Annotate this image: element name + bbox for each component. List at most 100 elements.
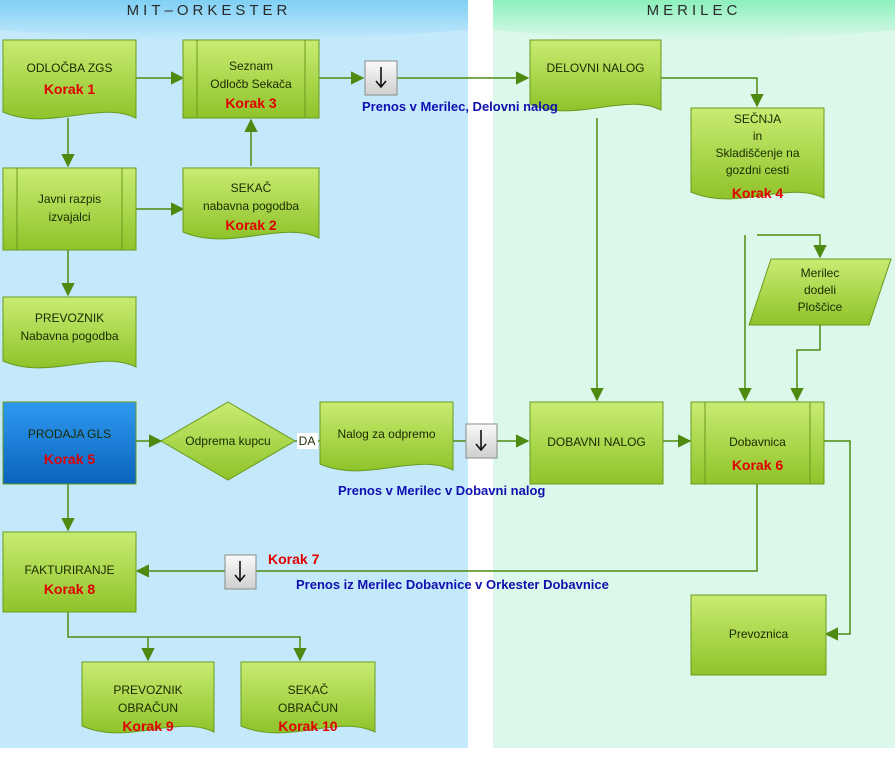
- node-merilec-dodeli-shape: [748, 258, 892, 326]
- node-dobavnica-label: Dobavnica: [729, 435, 786, 449]
- arrow-dobavnica-to-transfer3: [256, 484, 758, 572]
- node-delovni-label: DELOVNI NALOG: [546, 61, 644, 75]
- node-prevoznik-label: Nabavna pogodba: [20, 329, 118, 343]
- lane-left-header: [0, 0, 468, 40]
- node-merilec-dodeli-label: Merilec: [801, 266, 840, 280]
- node-merilec-dodeli-label: Ploščice: [798, 300, 843, 314]
- node-seznam-shape: [182, 39, 320, 119]
- lane-right-title: MERILEC: [647, 2, 742, 19]
- step-label-7: Korak 7: [268, 551, 320, 567]
- note-transfer-delovni: Prenos v Merilec, Delovni nalog: [362, 99, 558, 114]
- node-secnja-shape: [690, 107, 825, 200]
- node-nalog-odprema-shape: [319, 401, 454, 472]
- step-label-secnja: Korak 4: [732, 185, 784, 201]
- node-delovni-shape: [529, 39, 662, 112]
- node-dobavnica-shape: [690, 401, 825, 485]
- step-label-fakturiranje: Korak 8: [44, 581, 96, 597]
- node-javni-shape: [2, 167, 137, 251]
- note-transfer-dobavnice: Prenos iz Merilec Dobavnice v Orkester D…: [296, 577, 609, 592]
- node-prevoznica: Prevoznica: [690, 594, 827, 676]
- note-transfer-dobavni: Prenos v Merilec v Dobavni nalog: [338, 483, 545, 498]
- node-prodaja-label: PRODAJA GLS: [28, 427, 111, 441]
- transfer-button-1-frame: [364, 60, 398, 96]
- node-seznam-label: Odločb Sekača: [210, 77, 292, 91]
- node-sekac-obracun-label: SEKAČ: [288, 682, 329, 697]
- down-arrow-icon: [234, 561, 246, 583]
- node-secnja-label: gozdni cesti: [726, 163, 789, 177]
- node-fakturiranje: FAKTURIRANJE Korak 8: [2, 531, 137, 613]
- node-dobavni-label: DOBAVNI NALOG: [547, 435, 645, 449]
- down-arrow-icon: [475, 430, 487, 452]
- transfer-button-1[interactable]: [364, 60, 398, 96]
- node-sekac-obracun-shape: [240, 661, 376, 734]
- node-sekac-shape: [182, 167, 320, 240]
- node-odlocba-label: ODLOČBA ZGS: [26, 60, 112, 75]
- node-secnja-label: in: [753, 129, 762, 143]
- lane-right-header: [493, 0, 895, 40]
- lane-left-title: MIT–ORKESTER: [127, 2, 292, 19]
- down-arrow-icon: [375, 67, 387, 89]
- step-label-sekac-obracun: Korak 10: [278, 718, 337, 734]
- node-delovni: DELOVNI NALOG: [529, 39, 662, 112]
- node-fakturiranje-shape: [2, 531, 137, 613]
- step-label-sekac: Korak 2: [225, 217, 277, 233]
- node-prevoznik-shape: [2, 296, 137, 369]
- step-label-prodaja: Korak 5: [44, 451, 96, 467]
- step-label-prev-obracun: Korak 9: [122, 718, 174, 734]
- node-secnja-label: Skladiščenje na: [715, 146, 799, 160]
- node-nalog-odprema: Nalog za odpremo: [319, 401, 454, 472]
- node-odprema-label: Odprema kupcu: [185, 434, 270, 448]
- node-odlocba-shape: [2, 39, 137, 120]
- arrow-merilec-to-dobavnica: [790, 325, 821, 402]
- node-merilec-dodeli-label: dodeli: [804, 283, 836, 297]
- node-odprema-shape: [160, 401, 296, 481]
- node-javni-label: izvajalci: [48, 210, 90, 224]
- node-sekac-label: nabavna pogodba: [203, 199, 299, 213]
- connectors: [61, 71, 851, 662]
- node-prevoznica-shape: [690, 594, 827, 676]
- node-prev-obracun: PREVOZNIK OBRAČUN Korak 9: [81, 661, 215, 734]
- node-prodaja: PRODAJA GLS Korak 5: [2, 401, 137, 485]
- node-prevoznik-label: PREVOZNIK: [35, 311, 104, 325]
- decision-yes-label: DA: [297, 433, 318, 449]
- node-sekac-label: SEKAČ: [231, 180, 272, 195]
- node-prev-obracun-shape: [81, 661, 215, 734]
- step-label-seznam: Korak 3: [225, 95, 277, 111]
- node-nalog-odprema-label: Nalog za odpremo: [337, 427, 435, 441]
- node-sekac-obracun-label: OBRAČUN: [278, 700, 338, 715]
- lane-mit-orkester: MIT–ORKESTER: [0, 0, 468, 748]
- node-javni: Javni razpis izvajalci: [2, 167, 137, 251]
- node-odlocba: ODLOČBA ZGS Korak 1: [2, 39, 137, 120]
- lane-merilec: MERILEC: [493, 0, 895, 748]
- node-prev-obracun-label: OBRAČUN: [118, 700, 178, 715]
- node-sekac-obracun: SEKAČ OBRAČUN Korak 10: [240, 661, 376, 734]
- lane-left-background: [0, 0, 468, 748]
- step-label-dobavnica: Korak 6: [732, 457, 784, 473]
- node-seznam-label: Seznam: [229, 59, 273, 73]
- transfer-button-3[interactable]: [224, 554, 257, 590]
- arrow-secnja-to-merilec: [757, 234, 827, 259]
- arrow-delovni-to-secnja: [661, 77, 764, 108]
- node-odprema: Odprema kupcu: [160, 401, 296, 481]
- node-prev-obracun-label: PREVOZNIK: [113, 683, 182, 697]
- transfer-button-2[interactable]: [465, 423, 498, 459]
- node-secnja-label: SEČNJA: [734, 111, 781, 126]
- node-prevoznik: PREVOZNIK Nabavna pogodba: [2, 296, 137, 369]
- node-fakturiranje-label: FAKTURIRANJE: [24, 563, 114, 577]
- decision-yes-text: DA: [299, 434, 316, 448]
- arrow-dobavnica-to-prevoznica: [824, 440, 851, 641]
- node-prodaja-shape: [2, 401, 137, 485]
- node-prevoznica-label: Prevoznica: [729, 627, 789, 641]
- node-dobavni-shape: [529, 401, 664, 485]
- step-label-odlocba: Korak 1: [44, 81, 96, 97]
- node-dobavni: DOBAVNI NALOG: [529, 401, 664, 485]
- arrow-fakturiranje-to-sekac-obracun: [67, 612, 307, 662]
- node-javni-label: Javni razpis: [38, 192, 101, 206]
